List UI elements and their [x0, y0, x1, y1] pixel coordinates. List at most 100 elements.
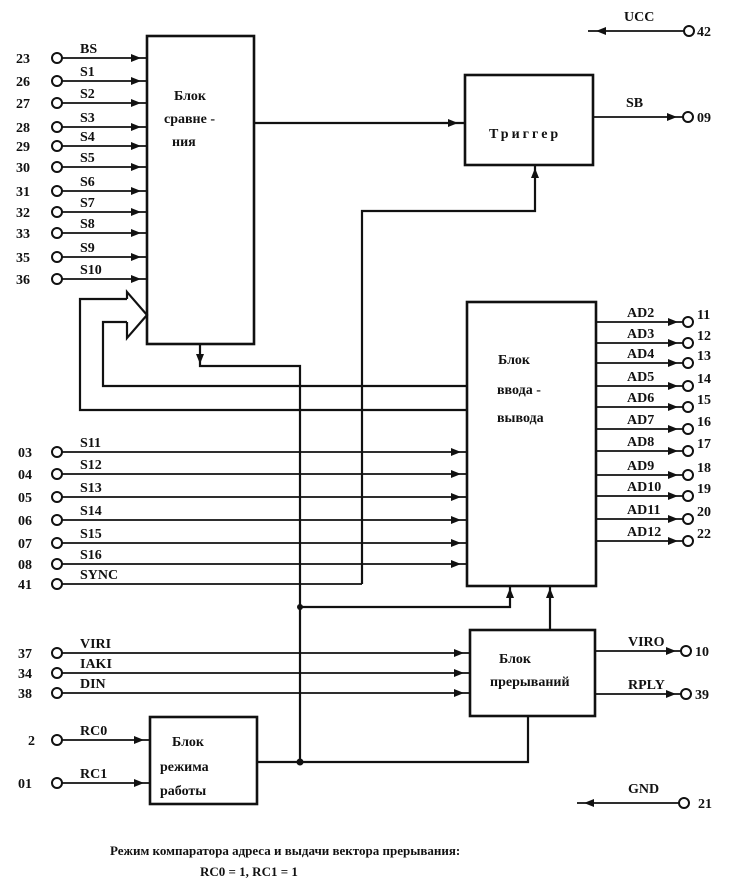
pin-04[interactable]: [51, 468, 63, 480]
mode-label-3: работы: [160, 784, 206, 799]
signal-row-s2: 27 S2: [16, 87, 147, 112]
note-line-1: Режим компаратора адреса и выдачи вектор…: [110, 843, 460, 858]
wire-io-feedback-2: [78, 297, 467, 412]
pin-23[interactable]: [51, 52, 63, 64]
pin-28[interactable]: [51, 121, 63, 133]
pin-number: 27: [16, 97, 30, 112]
pin-09[interactable]: [682, 111, 694, 123]
pin-08[interactable]: [51, 558, 63, 570]
pin-number: 04: [18, 468, 32, 483]
pin-2[interactable]: [51, 734, 63, 746]
pin-number: 22: [697, 527, 711, 542]
pin-21[interactable]: [678, 797, 690, 809]
pin-number: 23: [16, 52, 30, 67]
signal-label: AD8: [627, 435, 654, 450]
arrowhead: [131, 208, 141, 216]
pin-number: 11: [697, 308, 710, 323]
pin-10[interactable]: [680, 645, 692, 657]
pin-20[interactable]: [682, 513, 694, 525]
pin-number: 34: [18, 667, 32, 682]
pin-05[interactable]: [51, 491, 63, 503]
signal-label: S12: [80, 458, 102, 473]
pin-03[interactable]: [51, 446, 63, 458]
signal-label: S16: [80, 548, 102, 563]
pin-38[interactable]: [51, 687, 63, 699]
pin-32[interactable]: [51, 206, 63, 218]
pin-number: 03: [18, 446, 32, 461]
arrowhead: [131, 142, 141, 150]
pin-29[interactable]: [51, 140, 63, 152]
signal-label: IAKI: [80, 657, 112, 672]
pin-number: 36: [16, 273, 30, 288]
pin-13[interactable]: [682, 357, 694, 369]
signal-label: S15: [80, 527, 102, 542]
arrowhead: [451, 560, 461, 568]
pin-number: 28: [16, 121, 30, 136]
signal-label: S3: [80, 111, 95, 126]
arrowhead: [454, 689, 464, 697]
pin-27[interactable]: [51, 97, 63, 109]
comparator-label-2: сравне -: [164, 112, 215, 127]
pin-number: 35: [16, 251, 30, 266]
pin-18[interactable]: [682, 469, 694, 481]
arrowhead: [131, 123, 141, 131]
pin-31[interactable]: [51, 185, 63, 197]
arrowhead: [131, 54, 141, 62]
pin-number-42: 42: [697, 25, 711, 40]
mode-label-1: Блок: [172, 735, 205, 750]
arrowhead: [131, 163, 141, 171]
pin-14[interactable]: [682, 380, 694, 392]
pin-39[interactable]: [680, 688, 692, 700]
pin-42[interactable]: [683, 25, 695, 37]
signal-label: S10: [80, 263, 102, 278]
pin-06[interactable]: [51, 514, 63, 526]
pin-number: 30: [16, 161, 30, 176]
pin-07[interactable]: [51, 537, 63, 549]
pin-35[interactable]: [51, 251, 63, 263]
pin-16[interactable]: [682, 423, 694, 435]
pin-number: 08: [18, 558, 32, 573]
signal-label: S5: [80, 151, 95, 166]
arrowhead: [448, 119, 458, 127]
signal-label: S7: [80, 196, 95, 211]
pin-15[interactable]: [682, 401, 694, 413]
arrowhead: [668, 471, 678, 479]
pin-number-21: 21: [698, 797, 712, 812]
pin-11[interactable]: [682, 316, 694, 328]
pin-26[interactable]: [51, 75, 63, 87]
signal-label: S2: [80, 87, 95, 102]
pin-22[interactable]: [682, 535, 694, 547]
pin-number: 16: [697, 415, 711, 430]
interrupt-block: [468, 628, 597, 718]
pin-17[interactable]: [682, 445, 694, 457]
pin-12[interactable]: [682, 337, 694, 349]
pin-19[interactable]: [682, 490, 694, 502]
arrowhead: [668, 515, 678, 523]
pin-37[interactable]: [51, 647, 63, 659]
signal-label: AD5: [627, 370, 654, 385]
pin-41[interactable]: [51, 578, 63, 590]
pin-33[interactable]: [51, 227, 63, 239]
pin-34[interactable]: [51, 667, 63, 679]
signal-label: AD10: [627, 480, 661, 495]
pin-36[interactable]: [51, 273, 63, 285]
arrowhead: [668, 492, 678, 500]
pin-30[interactable]: [51, 161, 63, 173]
io-label-3: вывода: [497, 411, 544, 426]
pin-01[interactable]: [51, 777, 63, 789]
arrowhead: [668, 403, 678, 411]
signal-gnd: GND: [628, 782, 659, 797]
arrowhead: [668, 537, 678, 545]
arrowhead: [131, 99, 141, 107]
pin-number: 12: [697, 329, 711, 344]
